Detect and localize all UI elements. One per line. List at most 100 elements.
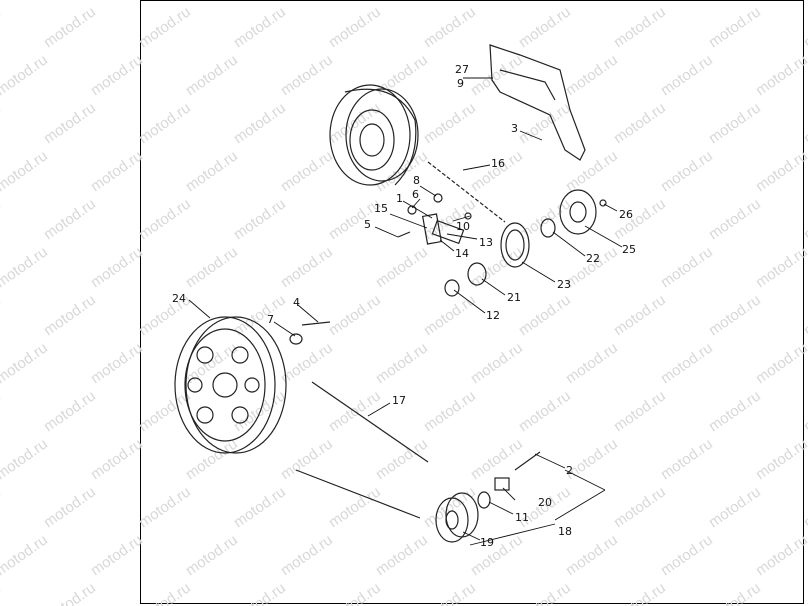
watermark-text: motod.ru — [0, 0, 51, 3]
callout-13: 13 — [479, 236, 493, 249]
rear-pulley-illustration — [174, 316, 331, 454]
watermark-text: motod.ru — [753, 147, 808, 195]
watermark-text: motod.ru — [88, 531, 146, 579]
watermark-text: motod.ru — [468, 51, 526, 99]
watermark-text: motod.ru — [0, 147, 51, 195]
watermark-text: motod.ru — [41, 3, 99, 51]
watermark-text: motod.ru — [421, 3, 479, 51]
watermark-text: motod.ru — [183, 0, 241, 3]
watermark-text: motod.ru — [801, 99, 808, 147]
watermark-text: motod.ru — [278, 147, 336, 195]
callout-3: 3 — [511, 122, 518, 135]
watermark-text: motod.ru — [468, 339, 526, 387]
engine-sprocket-illustration — [444, 189, 607, 297]
watermark-text: motod.ru — [0, 51, 51, 99]
watermark-text: motod.ru — [801, 291, 808, 339]
watermark-text: motod.ru — [136, 99, 194, 147]
watermark-text: motod.ru — [231, 99, 289, 147]
callout-24: 24 — [172, 292, 186, 305]
watermark-text: motod.ru — [88, 51, 146, 99]
watermark-text: motod.ru — [88, 243, 146, 291]
watermark-text: motod.ru — [136, 3, 194, 51]
watermark-text: motod.ru — [0, 291, 4, 339]
watermark-text: motod.ru — [611, 483, 669, 531]
watermark-text: motod.ru — [706, 387, 764, 435]
watermark-text: motod.ru — [421, 387, 479, 435]
watermark-text: motod.ru — [183, 147, 241, 195]
watermark-text: motod.ru — [0, 243, 51, 291]
primary-chain-illustration — [427, 161, 506, 223]
callout-1: 1 — [396, 192, 403, 205]
callout-7: 7 — [267, 313, 274, 326]
belt-lower-illustration — [295, 469, 421, 519]
watermark-text: motod.ru — [231, 195, 289, 243]
watermark-text: motod.ru — [516, 387, 574, 435]
watermark-text: motod.ru — [183, 243, 241, 291]
watermark-text: motod.ru — [41, 387, 99, 435]
watermark-text: motod.ru — [801, 387, 808, 435]
watermark-text: motod.ru — [278, 531, 336, 579]
watermark-text: motod.ru — [421, 195, 479, 243]
watermark-text: motod.ru — [706, 99, 764, 147]
transmission-sprocket-illustration — [435, 451, 541, 543]
callout-6: 6 — [412, 188, 419, 201]
watermark-text: motod.ru — [563, 243, 621, 291]
watermark-text: motod.ru — [373, 243, 431, 291]
callout-8: 8 — [413, 174, 420, 187]
watermark-text: motod.ru — [611, 3, 669, 51]
watermark-text: motod.ru — [231, 387, 289, 435]
callout-26: 26 — [619, 208, 633, 221]
watermark-text: motod.ru — [0, 435, 51, 483]
watermark-text: motod.ru — [753, 435, 808, 483]
callout-18: 18 — [558, 525, 572, 538]
watermark-text: motod.ru — [373, 339, 431, 387]
watermark-text: motod.ru — [183, 51, 241, 99]
watermark-text: motod.ru — [0, 3, 4, 51]
watermark-text: motod.ru — [41, 195, 99, 243]
watermark-text: motod.ru — [706, 3, 764, 51]
watermark-text: motod.ru — [516, 3, 574, 51]
watermark-text: motod.ru — [611, 291, 669, 339]
watermark-text: motod.ru — [136, 195, 194, 243]
watermark-text: motod.ru — [611, 579, 669, 606]
watermark-text: motod.ru — [706, 195, 764, 243]
watermark-text: motod.ru — [0, 483, 4, 531]
watermark-text: motod.ru — [278, 243, 336, 291]
callout-25: 25 — [622, 243, 636, 256]
watermark-text: motod.ru — [0, 99, 4, 147]
watermark-text: motod.ru — [88, 435, 146, 483]
watermark-text: motod.ru — [563, 339, 621, 387]
watermark-text: motod.ru — [326, 99, 384, 147]
watermark-text: motod.ru — [658, 51, 716, 99]
callout-23: 23 — [557, 278, 571, 291]
watermark-text: motod.ru — [801, 579, 808, 606]
watermark-text: motod.ru — [231, 483, 289, 531]
watermark-text: motod.ru — [41, 99, 99, 147]
belt-upper-illustration — [311, 381, 429, 463]
callout-21: 21 — [507, 291, 521, 304]
callout-19: 19 — [480, 536, 494, 549]
watermark-text: motod.ru — [326, 579, 384, 606]
watermark-text: motod.ru — [706, 291, 764, 339]
callout-16: 16 — [491, 157, 505, 170]
watermark-text: motod.ru — [468, 147, 526, 195]
callout-12: 12 — [486, 309, 500, 322]
watermark-text: motod.ru — [41, 291, 99, 339]
watermark-text: motod.ru — [658, 339, 716, 387]
watermark-text: motod.ru — [278, 51, 336, 99]
callout-10: 10 — [456, 220, 470, 233]
watermark-text: motod.ru — [421, 291, 479, 339]
watermark-text: motod.ru — [183, 531, 241, 579]
watermark-text: motod.ru — [183, 339, 241, 387]
watermark-text: motod.ru — [468, 0, 526, 3]
watermark-text: motod.ru — [136, 579, 194, 606]
watermark-text: motod.ru — [706, 579, 764, 606]
watermark-text: motod.ru — [41, 579, 99, 606]
watermark-text: motod.ru — [278, 435, 336, 483]
watermark-text: motod.ru — [658, 147, 716, 195]
callout-4: 4 — [293, 296, 300, 309]
diagram-frame — [140, 0, 804, 604]
watermark-text: motod.ru — [41, 483, 99, 531]
